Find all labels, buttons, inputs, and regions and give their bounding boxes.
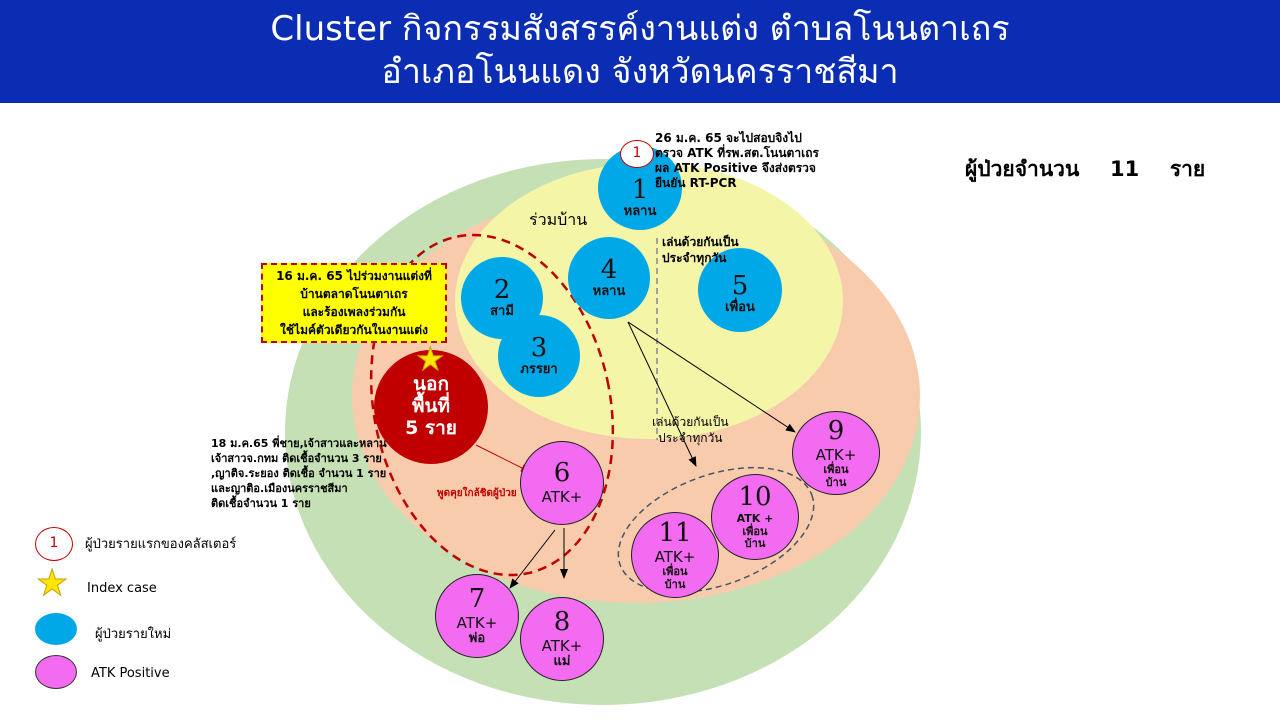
arrow-index-to-6 <box>475 444 531 473</box>
case-type: ATK+ <box>654 547 696 566</box>
arrow-4-to-9 <box>627 321 796 433</box>
case-relation: เพื่อน บ้าน <box>662 564 688 591</box>
note-line: ประจำทุกวัน <box>658 431 723 445</box>
play-note-1: เล่นด้วยกันเป็น ประจำทุกวัน <box>662 234 739 266</box>
case-relation: หลาน <box>592 284 626 300</box>
note-line: ตรวจ ATK ที่รพ.สต.โนนตาเถร <box>655 146 819 160</box>
note-line: ผล ATK Positive จึงส่งตรวจ <box>655 161 816 175</box>
case-number: 3 <box>530 332 548 363</box>
legend-atk-icon <box>35 655 77 689</box>
case-type: ATK+ <box>541 636 583 655</box>
patient-count: ผู้ป่วยจำนวน 11 ราย <box>965 155 1205 183</box>
legend-label: ATK Positive <box>91 666 170 681</box>
title-banner: Cluster กิจกรรมสังสรรค์งานแต่ง ตำบลโนนตา… <box>0 0 1280 103</box>
index-case-circle: นอก พื้นที่ 5 ราย <box>374 350 488 464</box>
arrow-6-to-7 <box>509 529 556 589</box>
note-line: 18 ม.ค.65 พี่ชาย,เจ้าสาวและหลาน <box>211 437 387 450</box>
case-type: ATK+ <box>541 488 583 507</box>
note-line: ประจำทุกวัน <box>662 251 727 265</box>
case-number: 6 <box>553 458 571 489</box>
note-line: และร้องเพลงร่วมกัน <box>302 305 406 319</box>
count-value: 11 <box>1109 157 1140 181</box>
note-line: เจ้าสาวจ.กทม ติดเชื้อจำนวน 3 ราย <box>211 452 382 465</box>
case-relation: แม่ <box>553 654 571 670</box>
case-number: 2 <box>493 274 511 305</box>
index-line: พื้นที่ <box>411 395 451 418</box>
case-number: 5 <box>731 270 749 301</box>
legend-label: Index case <box>87 581 157 596</box>
case-number: 9 <box>827 415 845 446</box>
case-type: ATK+ <box>456 613 498 632</box>
case-number: 4 <box>600 254 618 285</box>
note-line: บ้านตลาดโนนตาเถร <box>300 287 408 301</box>
legend-label: ผู้ป่วยรายใหม่ <box>95 627 172 642</box>
case-number: 1 <box>631 174 649 205</box>
note-line: ติดเชื้อจำนวน 1 ราย <box>211 497 311 510</box>
case-relation: ภรรยา <box>520 362 558 378</box>
first-case-badge: 1 <box>620 140 654 168</box>
index-line: 5 ราย <box>405 416 457 439</box>
legend-label: ผู้ป่วยรายแรกของคลัสเตอร์ <box>85 537 237 552</box>
case-relation: เพื่อน บ้าน <box>823 462 849 489</box>
note-line: เล่นด้วยกันเป็น <box>662 235 739 249</box>
arrow-4-to-11 <box>627 321 697 467</box>
neighbor-group-outline <box>617 466 815 594</box>
case1-note: 26 ม.ค. 65 จะไปสอบจิงไป ตรวจ ATK ที่รพ.ส… <box>655 131 819 191</box>
note-line: เล่นด้วยกันเป็น <box>652 415 729 429</box>
case-number: 10 <box>738 482 772 513</box>
case-relation: เพื่อน บ้าน <box>742 524 768 551</box>
case-relation: พ่อ <box>468 631 486 647</box>
note-line: ใช้ไมค์ตัวเดียวกันในงานแต่ง <box>280 323 428 337</box>
outside-note: 18 ม.ค.65 พี่ชาย,เจ้าสาวและหลาน เจ้าสาวจ… <box>211 436 387 511</box>
note-line: 26 ม.ค. 65 จะไปสอบจิงไป <box>655 131 802 145</box>
note-line: ยืนยัน RT-PCR <box>655 176 737 190</box>
case-relation: หลาน <box>623 204 657 220</box>
legend-star-icon: ★ <box>35 563 69 604</box>
case-relation: เพื่อน <box>725 300 755 316</box>
legend-new-case-icon <box>35 613 77 645</box>
case-relation: สามี <box>490 304 514 320</box>
wedding-note: 16 ม.ค. 65 ไปร่วมงานแต่งที่ บ้านตลาดโนนต… <box>261 263 447 343</box>
case-number: 8 <box>553 606 571 637</box>
note-line: 16 ม.ค. 65 ไปร่วมงานแต่งที่ <box>276 269 432 283</box>
count-unit: ราย <box>1169 157 1206 181</box>
index-star-icon: ★ <box>416 340 446 378</box>
legend-first-case-icon: 1 <box>35 527 73 561</box>
case-type: ATK + <box>736 511 774 525</box>
title-line-2: อำเภอโนนแดง จังหวัดนครราชสีมา <box>381 52 899 92</box>
wedding-group-outline <box>369 233 615 577</box>
count-label: ผู้ป่วยจำนวน <box>965 157 1080 181</box>
index-line: นอก <box>413 373 449 396</box>
play-note-2: เล่นด้วยกันเป็น ประจำทุกวัน <box>652 414 729 446</box>
title-line-1: Cluster กิจกรรมสังสรรค์งานแต่ง ตำบลโนนตา… <box>270 9 1010 49</box>
case-type: ATK+ <box>815 445 857 464</box>
close-contact-note: พูดคุยใกล้ชิดผู้ป่วย <box>437 488 517 499</box>
household-label: ร่วมบ้าน <box>529 210 588 229</box>
note-line: ,ญาติจ.ระยอง ติดเชื้อ จำนวน 1 ราย <box>211 467 387 480</box>
note-line: และญาติอ.เมืองนครราชสีมา <box>211 482 348 495</box>
case-number: 11 <box>658 517 692 548</box>
case-number: 7 <box>468 583 486 614</box>
